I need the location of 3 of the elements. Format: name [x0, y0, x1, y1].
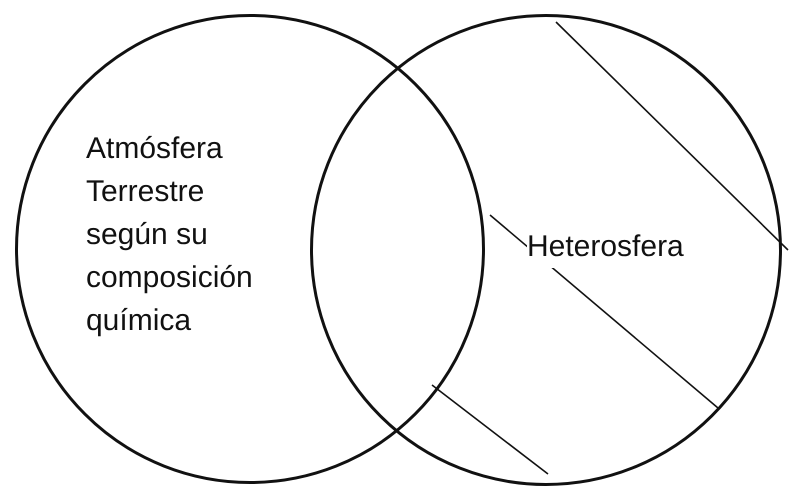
- venn-circle: [15, 14, 485, 484]
- venn-circle: [310, 14, 782, 486]
- circle-label: Atmósfera Terrestre según su composición química: [86, 131, 254, 339]
